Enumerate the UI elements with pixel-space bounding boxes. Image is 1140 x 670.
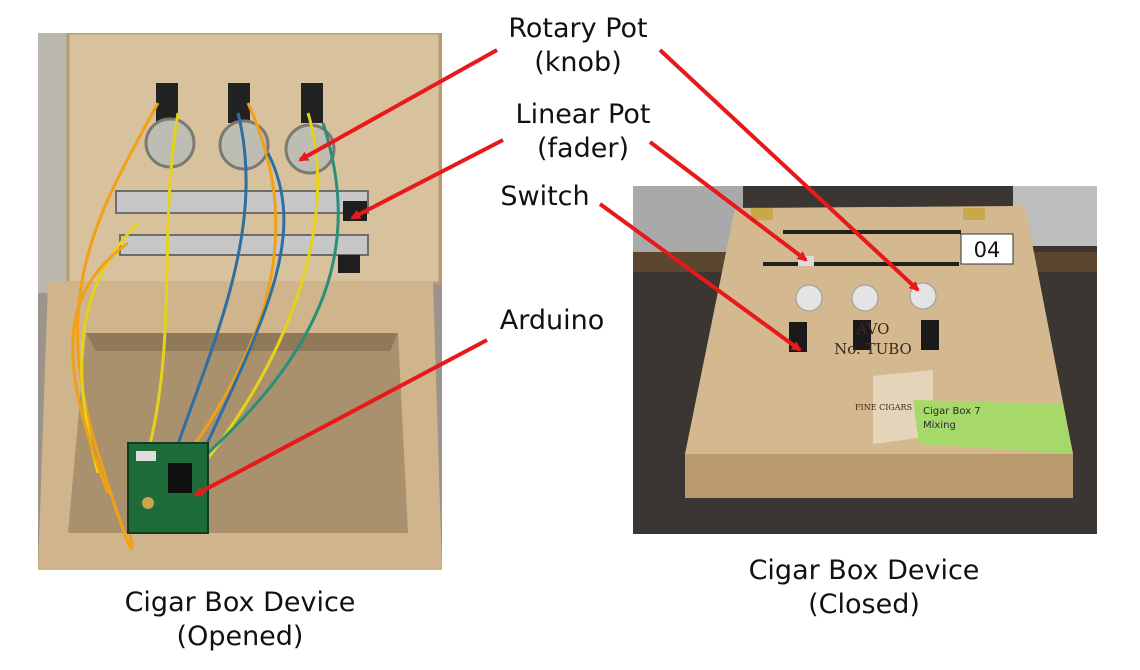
number-tag-text: 04 bbox=[974, 238, 1001, 262]
linear-pot-label: Linear Pot (fader) bbox=[505, 98, 661, 166]
rotary-pot-label: Rotary Pot (knob) bbox=[495, 12, 661, 80]
caption-closed: Cigar Box Device (Closed) bbox=[714, 554, 1014, 622]
fader-slot-top bbox=[783, 230, 961, 234]
arrow-rotary-closed bbox=[658, 48, 920, 292]
fader-slot-bottom bbox=[763, 262, 959, 266]
caption-opened-line2: (Opened) bbox=[176, 621, 304, 652]
closed-box-illustration: 04 AVO No. TUBO Cigar Box 7 Mixing FINE … bbox=[633, 186, 1097, 534]
caption-closed-line2: (Closed) bbox=[808, 589, 920, 620]
arrow-arduino-opened bbox=[193, 338, 488, 497]
arrow-rotary-opened bbox=[298, 48, 498, 162]
tape-note-line-2: Mixing bbox=[923, 420, 956, 431]
arrow-linear-opened bbox=[350, 138, 504, 220]
rotary-pot-label-line2: (knob) bbox=[534, 47, 622, 78]
switches bbox=[789, 320, 939, 352]
wires bbox=[71, 102, 340, 550]
switch-label: Switch bbox=[500, 181, 590, 212]
arrow-linear-closed bbox=[648, 140, 808, 262]
brand-line-2: No. TUBO bbox=[834, 340, 912, 358]
green-tape bbox=[913, 400, 1073, 454]
opened-box-illustration bbox=[38, 33, 442, 570]
caption-opened: Cigar Box Device (Opened) bbox=[90, 586, 390, 654]
arduino-label: Arduino bbox=[499, 305, 605, 336]
caption-opened-line1: Cigar Box Device bbox=[124, 587, 356, 618]
tape-note-line-1: Cigar Box 7 bbox=[923, 406, 981, 417]
brand-line-1: AVO bbox=[856, 320, 890, 338]
arrow-switch-closed bbox=[598, 202, 802, 352]
closed-box-photo: 04 AVO No. TUBO Cigar Box 7 Mixing FINE … bbox=[633, 186, 1097, 534]
caption-closed-line1: Cigar Box Device bbox=[748, 555, 980, 586]
fine-cigars-text: FINE CIGARS bbox=[855, 403, 912, 412]
box-front bbox=[685, 454, 1073, 498]
box-lid-top bbox=[685, 206, 1073, 454]
linear-pots bbox=[115, 190, 369, 273]
linear-pot-label-line1: Linear Pot bbox=[515, 99, 651, 130]
rotary-pot-label-line1: Rotary Pot bbox=[508, 13, 648, 44]
linear-pot-label-line2: (fader) bbox=[537, 133, 629, 164]
opened-box-photo bbox=[38, 33, 442, 570]
